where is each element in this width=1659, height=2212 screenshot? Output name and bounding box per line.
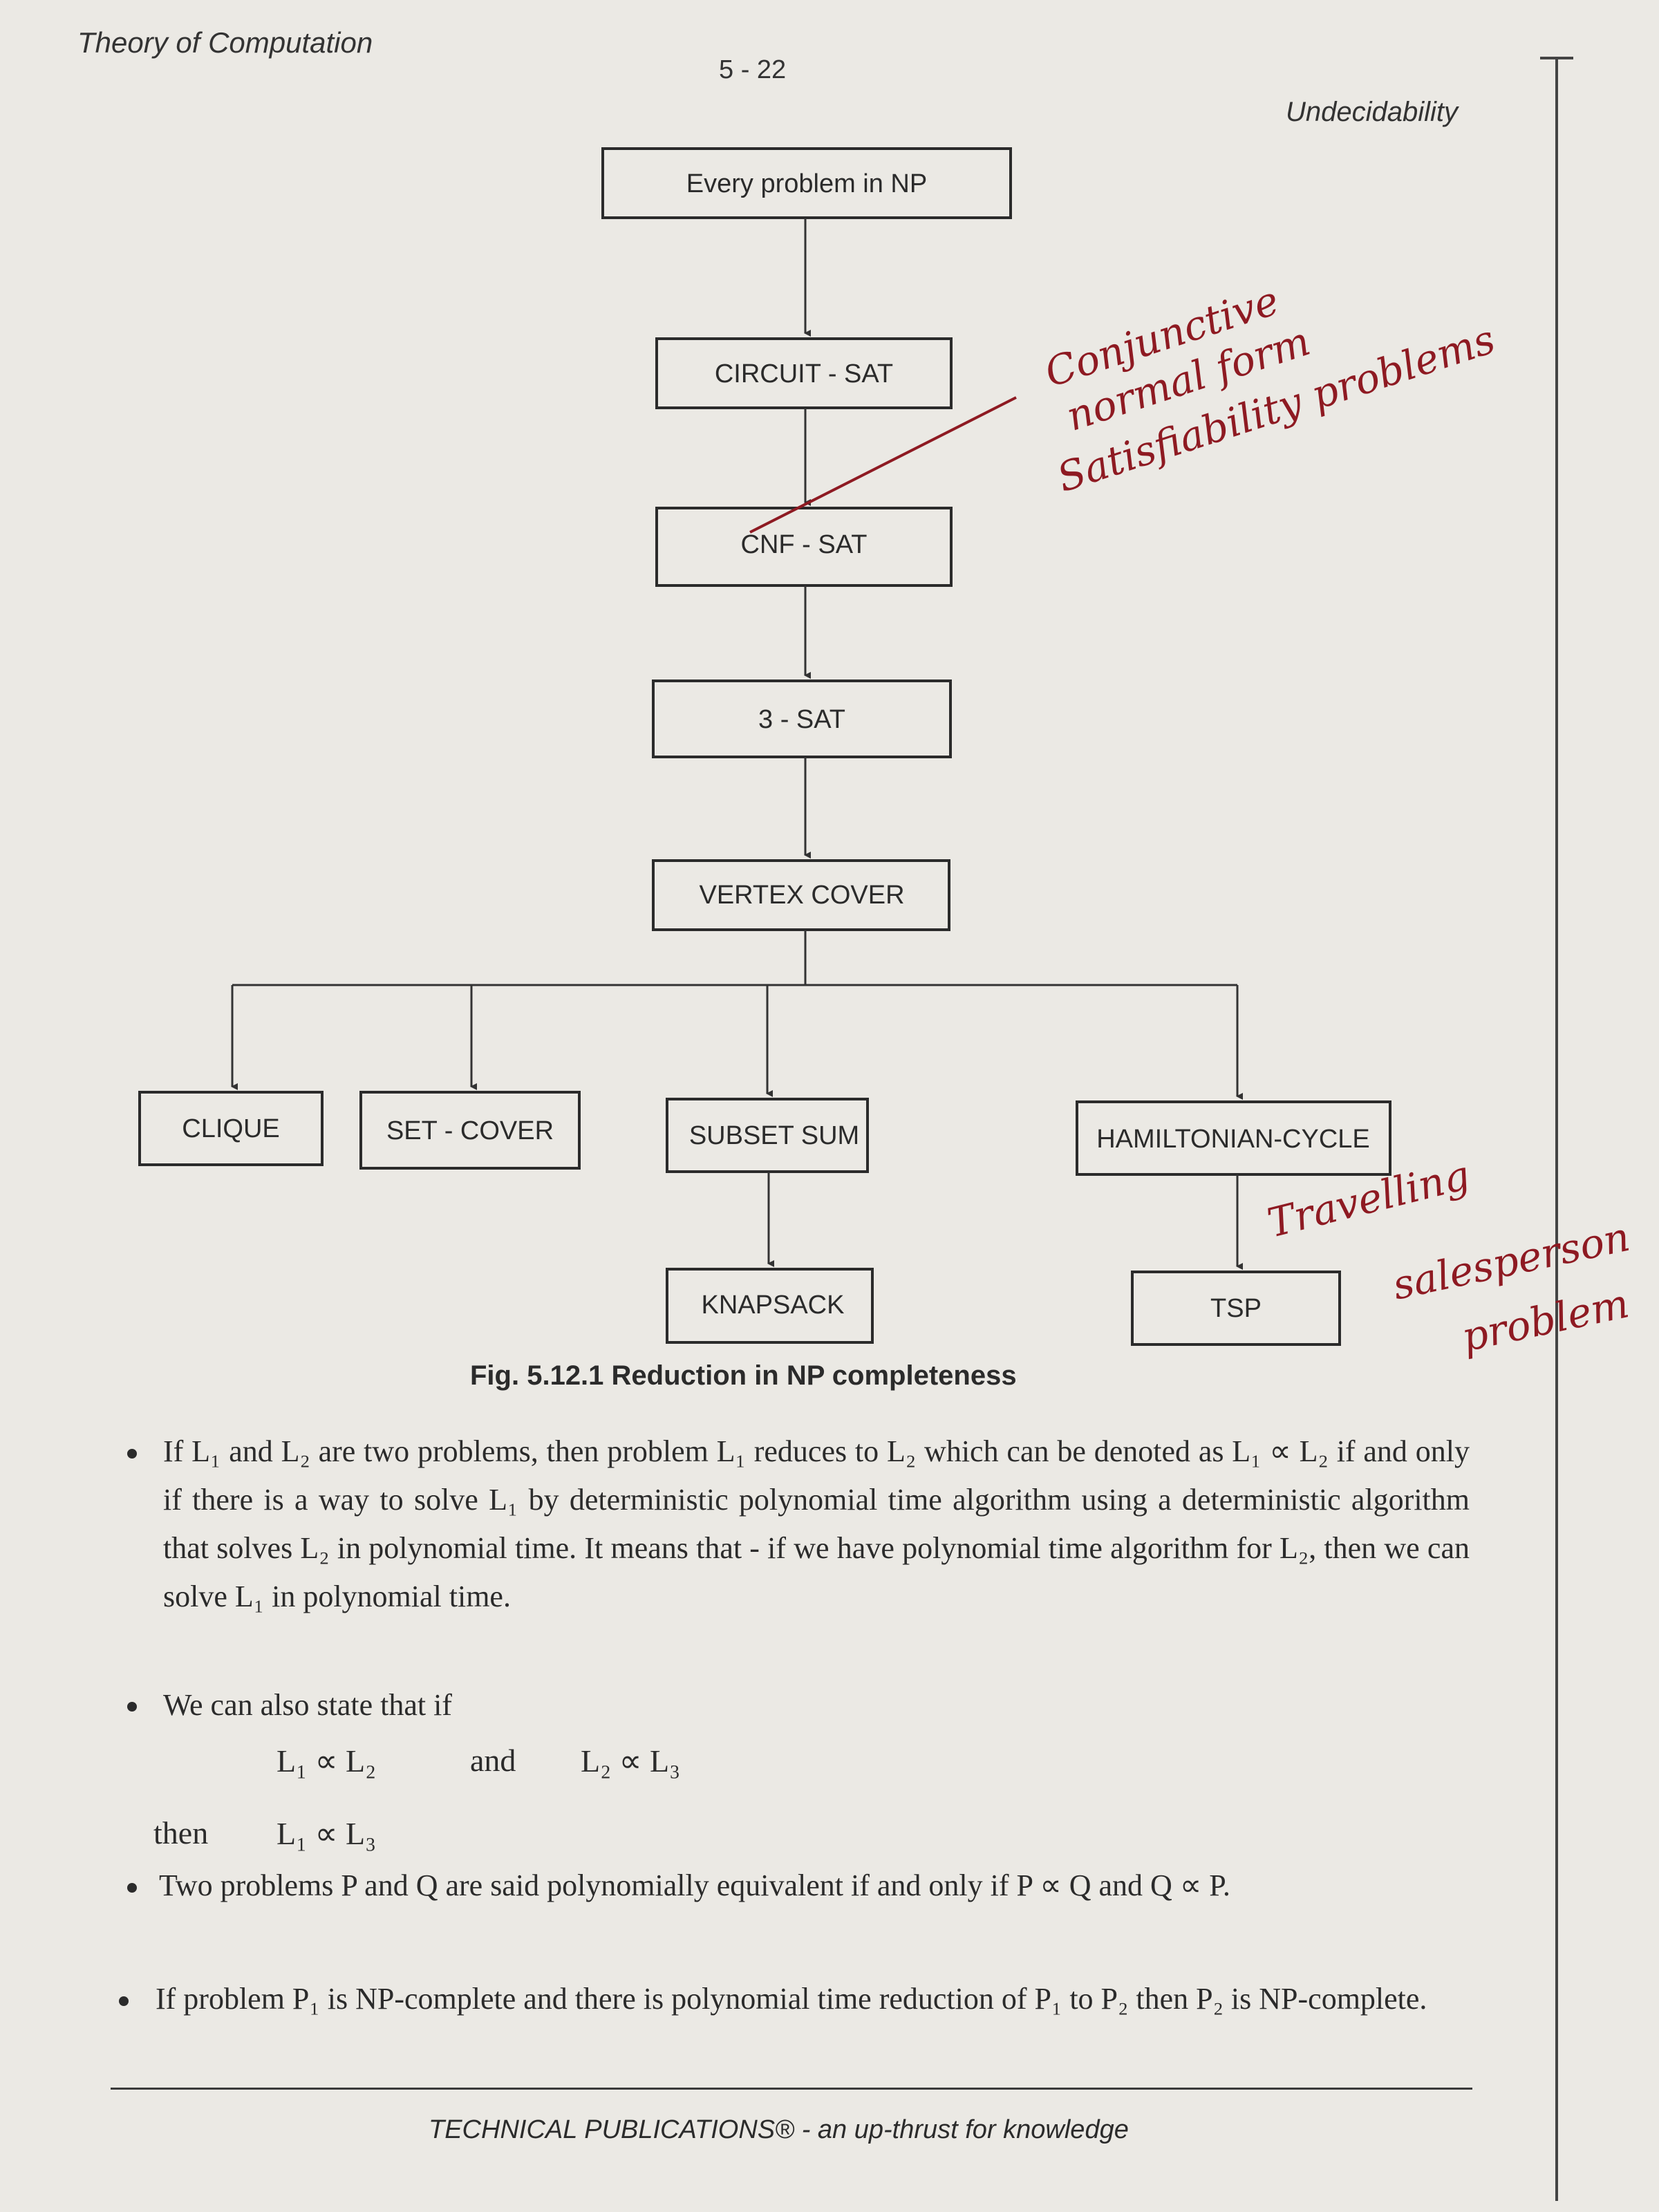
node-tsp-label: TSP — [1210, 1294, 1262, 1323]
bullet-3 — [127, 1883, 137, 1893]
bullet-1 — [127, 1449, 137, 1459]
annotation-tsp-line3: problem — [1458, 1280, 1633, 1360]
node-vertex-cover-box — [652, 859, 950, 931]
chapter-title: Undecidability — [1286, 97, 1459, 127]
node-set-cover-box — [359, 1091, 581, 1170]
math-l1-l3: L₁ ∝ L₃ — [276, 1816, 377, 1851]
node-cnf-sat-box — [655, 507, 953, 587]
page-number: 5 - 22 — [719, 55, 787, 84]
paragraph-np-complete-reduction: If problem P₁ is NP-complete and there i… — [156, 1982, 1427, 2016]
node-np-box — [601, 147, 1012, 219]
node-subset-sum-label: SUBSET SUM — [689, 1121, 859, 1150]
bullet-4 — [119, 1996, 129, 2006]
node-ham-cycle-box — [1076, 1100, 1391, 1176]
node-clique-box — [138, 1091, 324, 1166]
node-knapsack-box — [666, 1268, 874, 1344]
margin-rule — [1555, 58, 1558, 2201]
annotation-tsp-line1: Travelling — [1263, 1151, 1474, 1246]
node-vertex-cover-label: VERTEX COVER — [699, 881, 904, 910]
node-np-label: Every problem in NP — [686, 169, 927, 198]
node-cnf-sat-label: CNF - SAT — [741, 530, 868, 559]
paragraph-reduction-definition: If L₁ and L₂ are two problems, then prob… — [163, 1434, 1470, 1613]
node-subset-sum-box — [666, 1098, 869, 1173]
figure-caption: Fig. 5.12.1 Reduction in NP completeness — [470, 1360, 1017, 1391]
annotation-pointer-line — [749, 396, 1017, 534]
math-and: and — [470, 1743, 516, 1778]
reduction-diagram: Every problem in NP CIRCUIT - SAT CNF - … — [138, 147, 1634, 1361]
paragraph-transitivity-intro: We can also state that if — [163, 1688, 452, 1722]
footer-rule — [111, 2088, 1472, 2090]
node-3sat-box — [652, 679, 952, 758]
math-l2-l3: L₂ ∝ L₃ — [581, 1743, 681, 1779]
footer-publisher: TECHNICAL PUBLICATIONS® - an up-thrust f… — [429, 2115, 1129, 2144]
node-set-cover-label: SET - COVER — [386, 1116, 554, 1145]
running-header-title: Theory of Computation — [77, 26, 373, 59]
math-then: then — [153, 1815, 209, 1850]
node-circuit-sat-label: CIRCUIT - SAT — [715, 359, 893, 388]
node-circuit-sat-box — [655, 337, 953, 409]
bullet-2 — [127, 1702, 137, 1712]
math-l1-l2: L₁ ∝ L₂ — [276, 1743, 377, 1779]
paragraph-polynomial-equivalence: Two problems P and Q are said polynomial… — [159, 1868, 1230, 1902]
node-3sat-label: 3 - SAT — [758, 705, 845, 734]
node-clique-label: CLIQUE — [182, 1114, 279, 1143]
node-ham-cycle-label: HAMILTONIAN-CYCLE — [1096, 1125, 1370, 1154]
node-tsp-box — [1131, 1271, 1341, 1346]
node-knapsack-label: KNAPSACK — [702, 1291, 845, 1320]
